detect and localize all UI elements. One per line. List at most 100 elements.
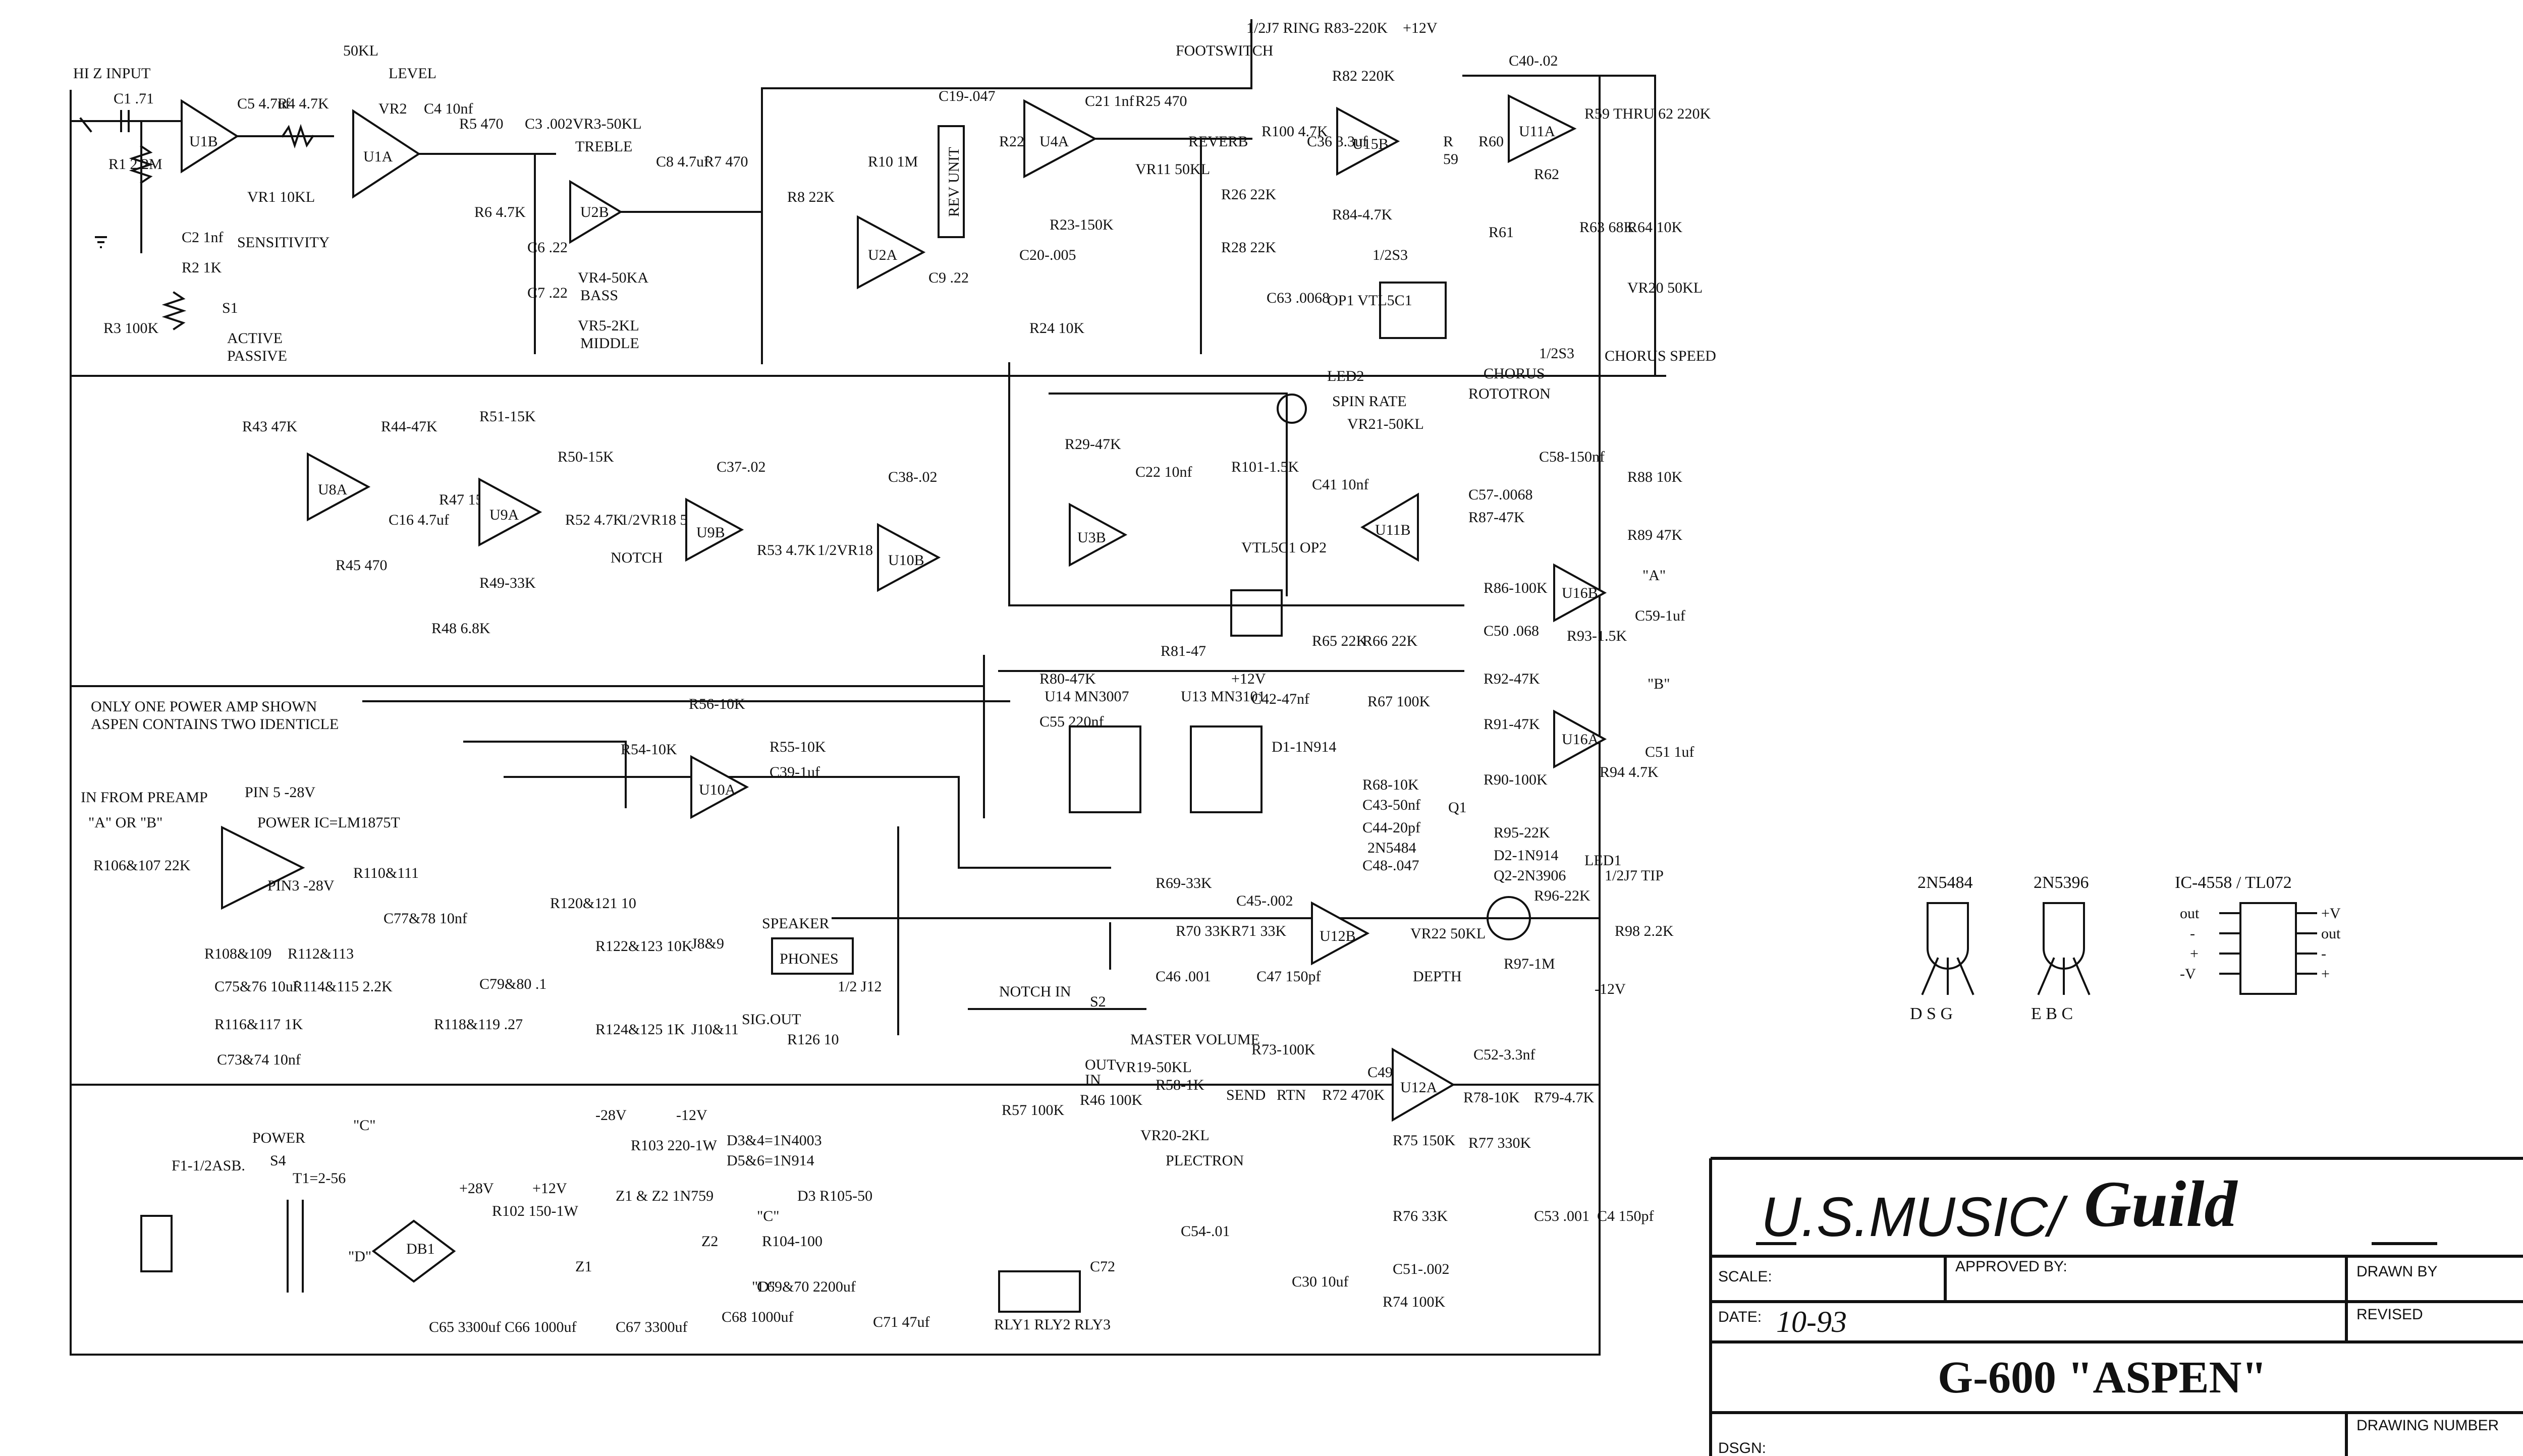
r92-label: R92-47K (1484, 670, 1540, 687)
c6-label: C6 .22 (527, 239, 568, 256)
vr4-label: VR4-50KA (578, 269, 648, 286)
r84-label: R84-4.7K (1332, 206, 1393, 223)
j12-label: 1/2 J12 (838, 978, 882, 995)
r73-label: R73-100K (1251, 1041, 1315, 1058)
chorus-label: CHORUS (1484, 365, 1545, 382)
phones-jack (771, 937, 854, 975)
r24-label: R24 10K (1029, 320, 1085, 337)
power-note-1: ONLY ONE POWER AMP SHOWN (91, 698, 317, 715)
r1-label: R1 2.2M (108, 156, 162, 173)
vr18b-label: 1/2VR18 (817, 542, 873, 558)
u12a-label: U12A (1400, 1079, 1438, 1096)
ic-pin-r4: + (2321, 966, 2330, 982)
vr20b-label: VR20-2KL (1140, 1127, 1210, 1144)
r103-label: R103 220-1W (631, 1137, 718, 1154)
hi-z-input-label: HI Z INPUT (73, 65, 150, 82)
c57-label: C57-.0068 (1468, 486, 1533, 503)
r56-label: R56-10K (689, 696, 745, 712)
power-plug (140, 1215, 173, 1272)
vr2-label: VR2 (378, 100, 407, 117)
r4-label: R4 4.7K (278, 95, 329, 112)
c75-label: C75&76 10uf (214, 978, 298, 995)
s3a-label: 1/2S3 (1373, 247, 1408, 263)
bass-label: BASS (580, 287, 618, 304)
u11b-label: U11B (1375, 522, 1411, 538)
r65-label: R65 22K (1312, 633, 1367, 649)
opamp-u9a (478, 477, 542, 547)
s3b-label: 1/2S3 (1539, 345, 1574, 362)
q2-transistor (1487, 896, 1531, 940)
r110-label: R110&111 (353, 865, 419, 881)
chorus-speed-label: CHORUS SPEED (1605, 348, 1716, 364)
c19-label: C19-.047 (939, 88, 996, 104)
power-label: POWER (252, 1130, 305, 1146)
r98-label: R98 2.2K (1615, 923, 1674, 939)
r93-label: R93-1.5K (1567, 628, 1627, 644)
r26-label: R26 22K (1221, 186, 1277, 203)
c71-label: C71 47uf (873, 1314, 930, 1330)
r45-label: R45 470 (336, 557, 388, 574)
vr22-label: VR22 50KL (1410, 925, 1486, 942)
r105-label: D3 R105-50 (797, 1188, 872, 1204)
r70-label: R70 33K (1176, 923, 1231, 939)
r58-label: R58-1K (1156, 1077, 1204, 1093)
r72-label: R72 470K (1322, 1087, 1385, 1103)
ring-plus12: +12V (1403, 20, 1438, 36)
c22-label: C22 10nf (1135, 464, 1192, 480)
q1-type-label: 2N5484 (1367, 839, 1416, 856)
relay-block (998, 1270, 1081, 1313)
r96-label: R96-22K (1534, 887, 1590, 904)
c40-label: C40-.02 (1509, 52, 1558, 69)
r54-label: R54-10K (621, 741, 677, 758)
r61-label: R61 (1489, 224, 1514, 241)
r71-label: R71 33K (1231, 923, 1287, 939)
r100-label: R100 4.7K (1262, 123, 1328, 140)
to92-2n5396-icon (2043, 902, 2085, 970)
bbd-section: R80-47K U14 MN3007 U13 MN3101 +12V C42-4… (1039, 670, 1674, 997)
r5-label: R5 470 (459, 116, 504, 132)
reverb-label: REVERB (1188, 133, 1248, 150)
q1-label: Q1 (1448, 799, 1467, 816)
u9a-label: U9A (489, 507, 519, 523)
r6-label: R6 4.7K (474, 204, 526, 220)
s1-label: S1 (222, 300, 238, 316)
notch-label: NOTCH (611, 549, 663, 566)
send-label: SEND (1226, 1087, 1266, 1103)
plus12-bbd: +12V (1231, 670, 1266, 687)
c8-label: C8 4.7uf (656, 153, 709, 170)
notch-section: R43 47K R44-47K R51-15K R50-15K U8A C16 … (242, 408, 1694, 788)
pinout-2n5396-title: 2N5396 (2034, 873, 2089, 892)
r55-label: R55-10K (770, 739, 826, 755)
s2-label: S2 (1090, 993, 1106, 1010)
power-supply-section: POWER "C" F1-1/2ASB. S4 T1=2-56 DB1 "D" … (140, 1107, 1115, 1335)
rtn-label: RTN (1277, 1087, 1306, 1103)
r124-label: R124&125 1K (595, 1021, 685, 1038)
sig-out-label: SIG.OUT (742, 1011, 801, 1028)
r44-label: R44-47K (381, 418, 437, 435)
r90-label: R90-100K (1484, 771, 1548, 788)
rev-unit-label: REV UNIT (946, 147, 962, 217)
u11a-label: U11A (1519, 123, 1556, 140)
ic-pin-r3: - (2321, 945, 2326, 962)
depth-label: DEPTH (1413, 968, 1462, 985)
r29-label: R29-47K (1065, 436, 1121, 453)
r68-label: R68-10K (1362, 776, 1419, 793)
input-section: HI Z INPUT C1 .71 R1 2.2M R3 100K C2 1nf… (70, 42, 1277, 364)
led2-indicator (1277, 394, 1307, 424)
sensitivity-label: SENSITIVITY (237, 234, 330, 251)
c4-label: C4 10nf (424, 100, 473, 117)
opamp-u3b (1069, 502, 1128, 567)
r64-label: R64 10K (1627, 219, 1683, 236)
r82-label: R82 220K (1332, 68, 1395, 84)
c67-label: C67 3300uf (616, 1319, 688, 1335)
scale-label: SCALE: (1718, 1268, 1772, 1285)
pinout-2n5484-title: 2N5484 (1917, 873, 1973, 892)
chip-u13 (1190, 725, 1263, 813)
level-label: LEVEL (389, 65, 436, 82)
bridge-label: DB1 (406, 1241, 435, 1257)
c59-label: C59-1uf (1635, 607, 1685, 624)
r10-label: R10 1M (868, 153, 918, 170)
u2a-label: U2A (868, 247, 898, 263)
passive-label: PASSIVE (227, 348, 287, 364)
